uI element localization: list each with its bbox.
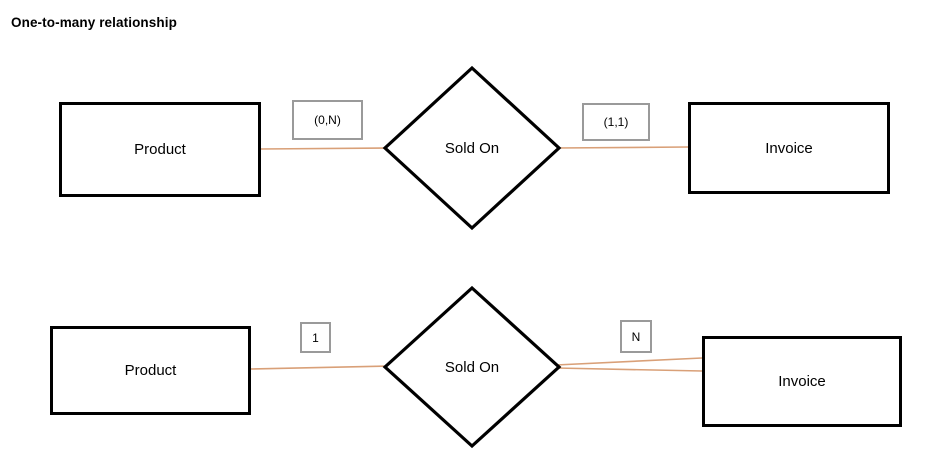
cardinality-text: (1,1) [603, 115, 629, 129]
relationship-diamond-2[interactable]: Sold On [382, 285, 562, 449]
cardinality-label-d2-left[interactable]: 1 [300, 322, 331, 353]
cardinality-label-d1-left[interactable]: (0,N) [292, 100, 363, 140]
page-title: One-to-many relationship [11, 15, 177, 30]
connector-d1-left [259, 147, 393, 150]
cardinality-text: (0,N) [314, 113, 341, 127]
entity-box-product-1[interactable]: Product [59, 102, 261, 197]
entity-box-invoice-2[interactable]: Invoice [702, 336, 902, 427]
connector-d2-left [249, 365, 393, 370]
entity-label: Invoice [765, 139, 813, 157]
entity-box-invoice-1[interactable]: Invoice [688, 102, 890, 194]
entity-label: Product [124, 362, 177, 379]
connector-d1-right [555, 146, 689, 149]
cardinality-text: N [631, 329, 641, 344]
entity-box-product-2[interactable]: Product [50, 326, 251, 415]
cardinality-label-d1-right[interactable]: (1,1) [582, 103, 650, 141]
entity-label: Invoice [778, 373, 826, 390]
connector-d2-right-lower [555, 367, 703, 372]
cardinality-label-d2-right[interactable]: N [620, 320, 652, 353]
diamond-shape [382, 65, 562, 231]
relationship-diamond-1[interactable]: Sold On [382, 65, 562, 231]
diamond-shape [382, 285, 562, 449]
connector-d2-right-upper [555, 357, 703, 366]
cardinality-text: 1 [312, 330, 319, 345]
entity-label: Product [134, 141, 186, 158]
